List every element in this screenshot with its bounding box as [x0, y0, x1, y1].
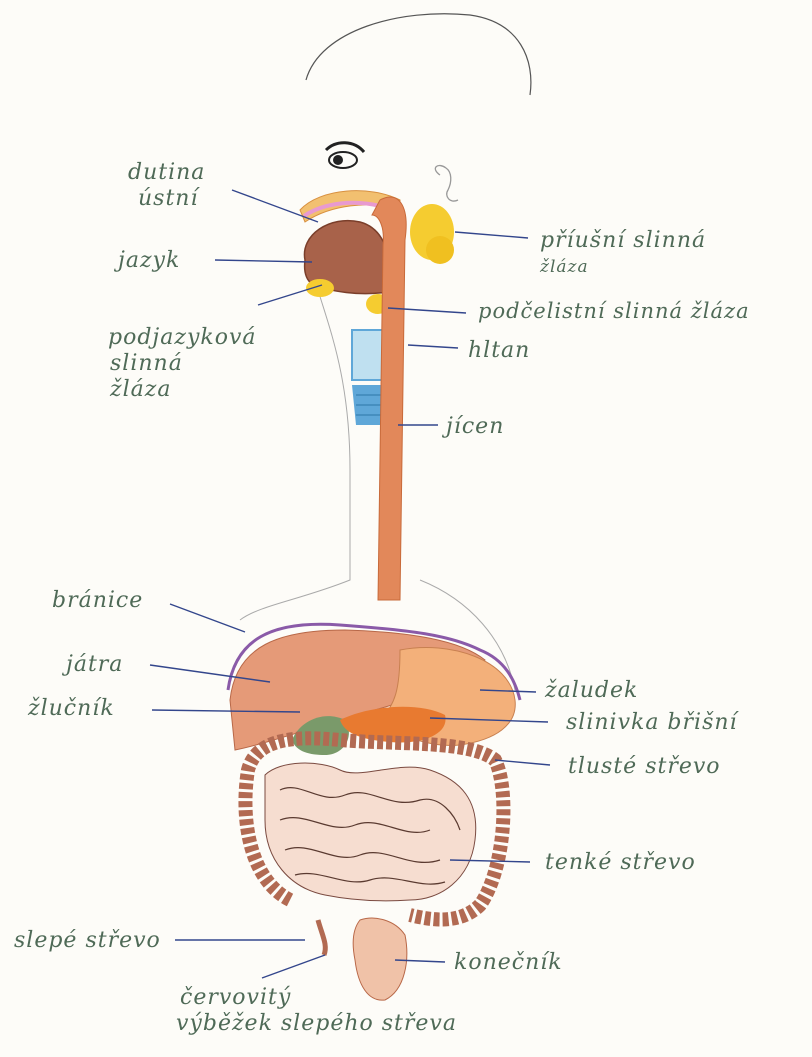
label-sublingual-gland: podjazyková slinná žláza: [108, 325, 257, 403]
label-gallbladder: žlučník: [28, 696, 115, 722]
label-submandibular-gland: podčelistní slinná žláza: [478, 298, 750, 324]
label-esophagus: jícen: [446, 414, 504, 440]
label-rectum: konečník: [454, 950, 563, 976]
label-large-intestine: tlusté střevo: [568, 754, 721, 780]
label-liver: játra: [66, 652, 123, 678]
label-tongue: jazyk: [118, 248, 180, 274]
label-parotid-gland: příušní slinná žláza: [540, 228, 706, 280]
label-pancreas: slinivka břišní: [566, 710, 738, 736]
label-mouth-cavity: dutina ústní: [128, 160, 205, 212]
ear: [435, 166, 458, 202]
label-cecum: slepé střevo: [14, 928, 161, 954]
label-stomach: žaludek: [545, 678, 638, 704]
appendix-shape: [318, 920, 325, 955]
label-pharynx: hltan: [468, 338, 530, 364]
label-diaphragm: bránice: [52, 588, 143, 614]
eye: [326, 143, 364, 168]
head-outline: [306, 14, 531, 95]
label-appendix: červovitý výběžek slepého střeva: [176, 985, 457, 1037]
label-small-intestine: tenké střevo: [545, 850, 696, 876]
neck-outline: [240, 290, 350, 620]
